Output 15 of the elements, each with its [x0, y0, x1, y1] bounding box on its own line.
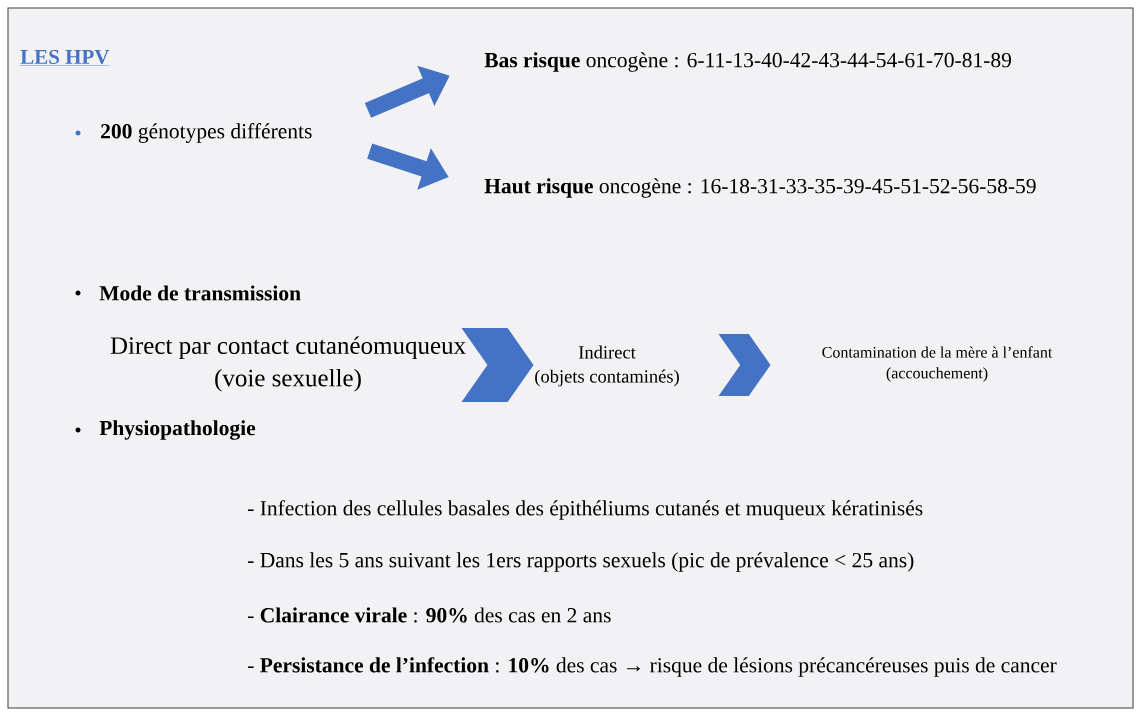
title: LES HPV	[20, 49, 110, 66]
risk-text: Haut risque oncogène : 16-18-31-33-35-39-45-51-52-56-58-59	[484, 178, 1036, 198]
chevron-arrow	[461, 328, 534, 402]
section-heading: Physiopathologie	[99, 420, 256, 440]
chevron-arrow	[718, 334, 771, 396]
step-text: Indirect (objets contaminés)	[535, 345, 679, 387]
note-text: - Infection des cellules basales des épithéliums cutanés et muqueux kératinisés	[248, 500, 923, 520]
step-text: Contamination de la mère à l’enfant (accouchement)	[822, 346, 1053, 382]
section-heading: Mode de transmission	[99, 285, 301, 301]
bullet-text: 200 génotypes différents	[101, 123, 312, 143]
risk-text: Bas risque oncogène : 6-11-13-40-42-43-44-54-61-70-81-89	[484, 52, 1011, 72]
note-text: - Persistance de l’infection : 10% des cas → risque de lésions précancéreuses puis de cancer	[248, 657, 1057, 677]
step-text: Direct par contact cutanéomuqueux (voie sexuelle)	[110, 336, 466, 392]
note-text: - Dans les 5 ans suivant les 1ers rapports sexuels (pic de prévalence < 25 ans)	[248, 552, 914, 572]
note-text: - Clairance virale : 90% des cas en 2 ans	[248, 607, 611, 623]
